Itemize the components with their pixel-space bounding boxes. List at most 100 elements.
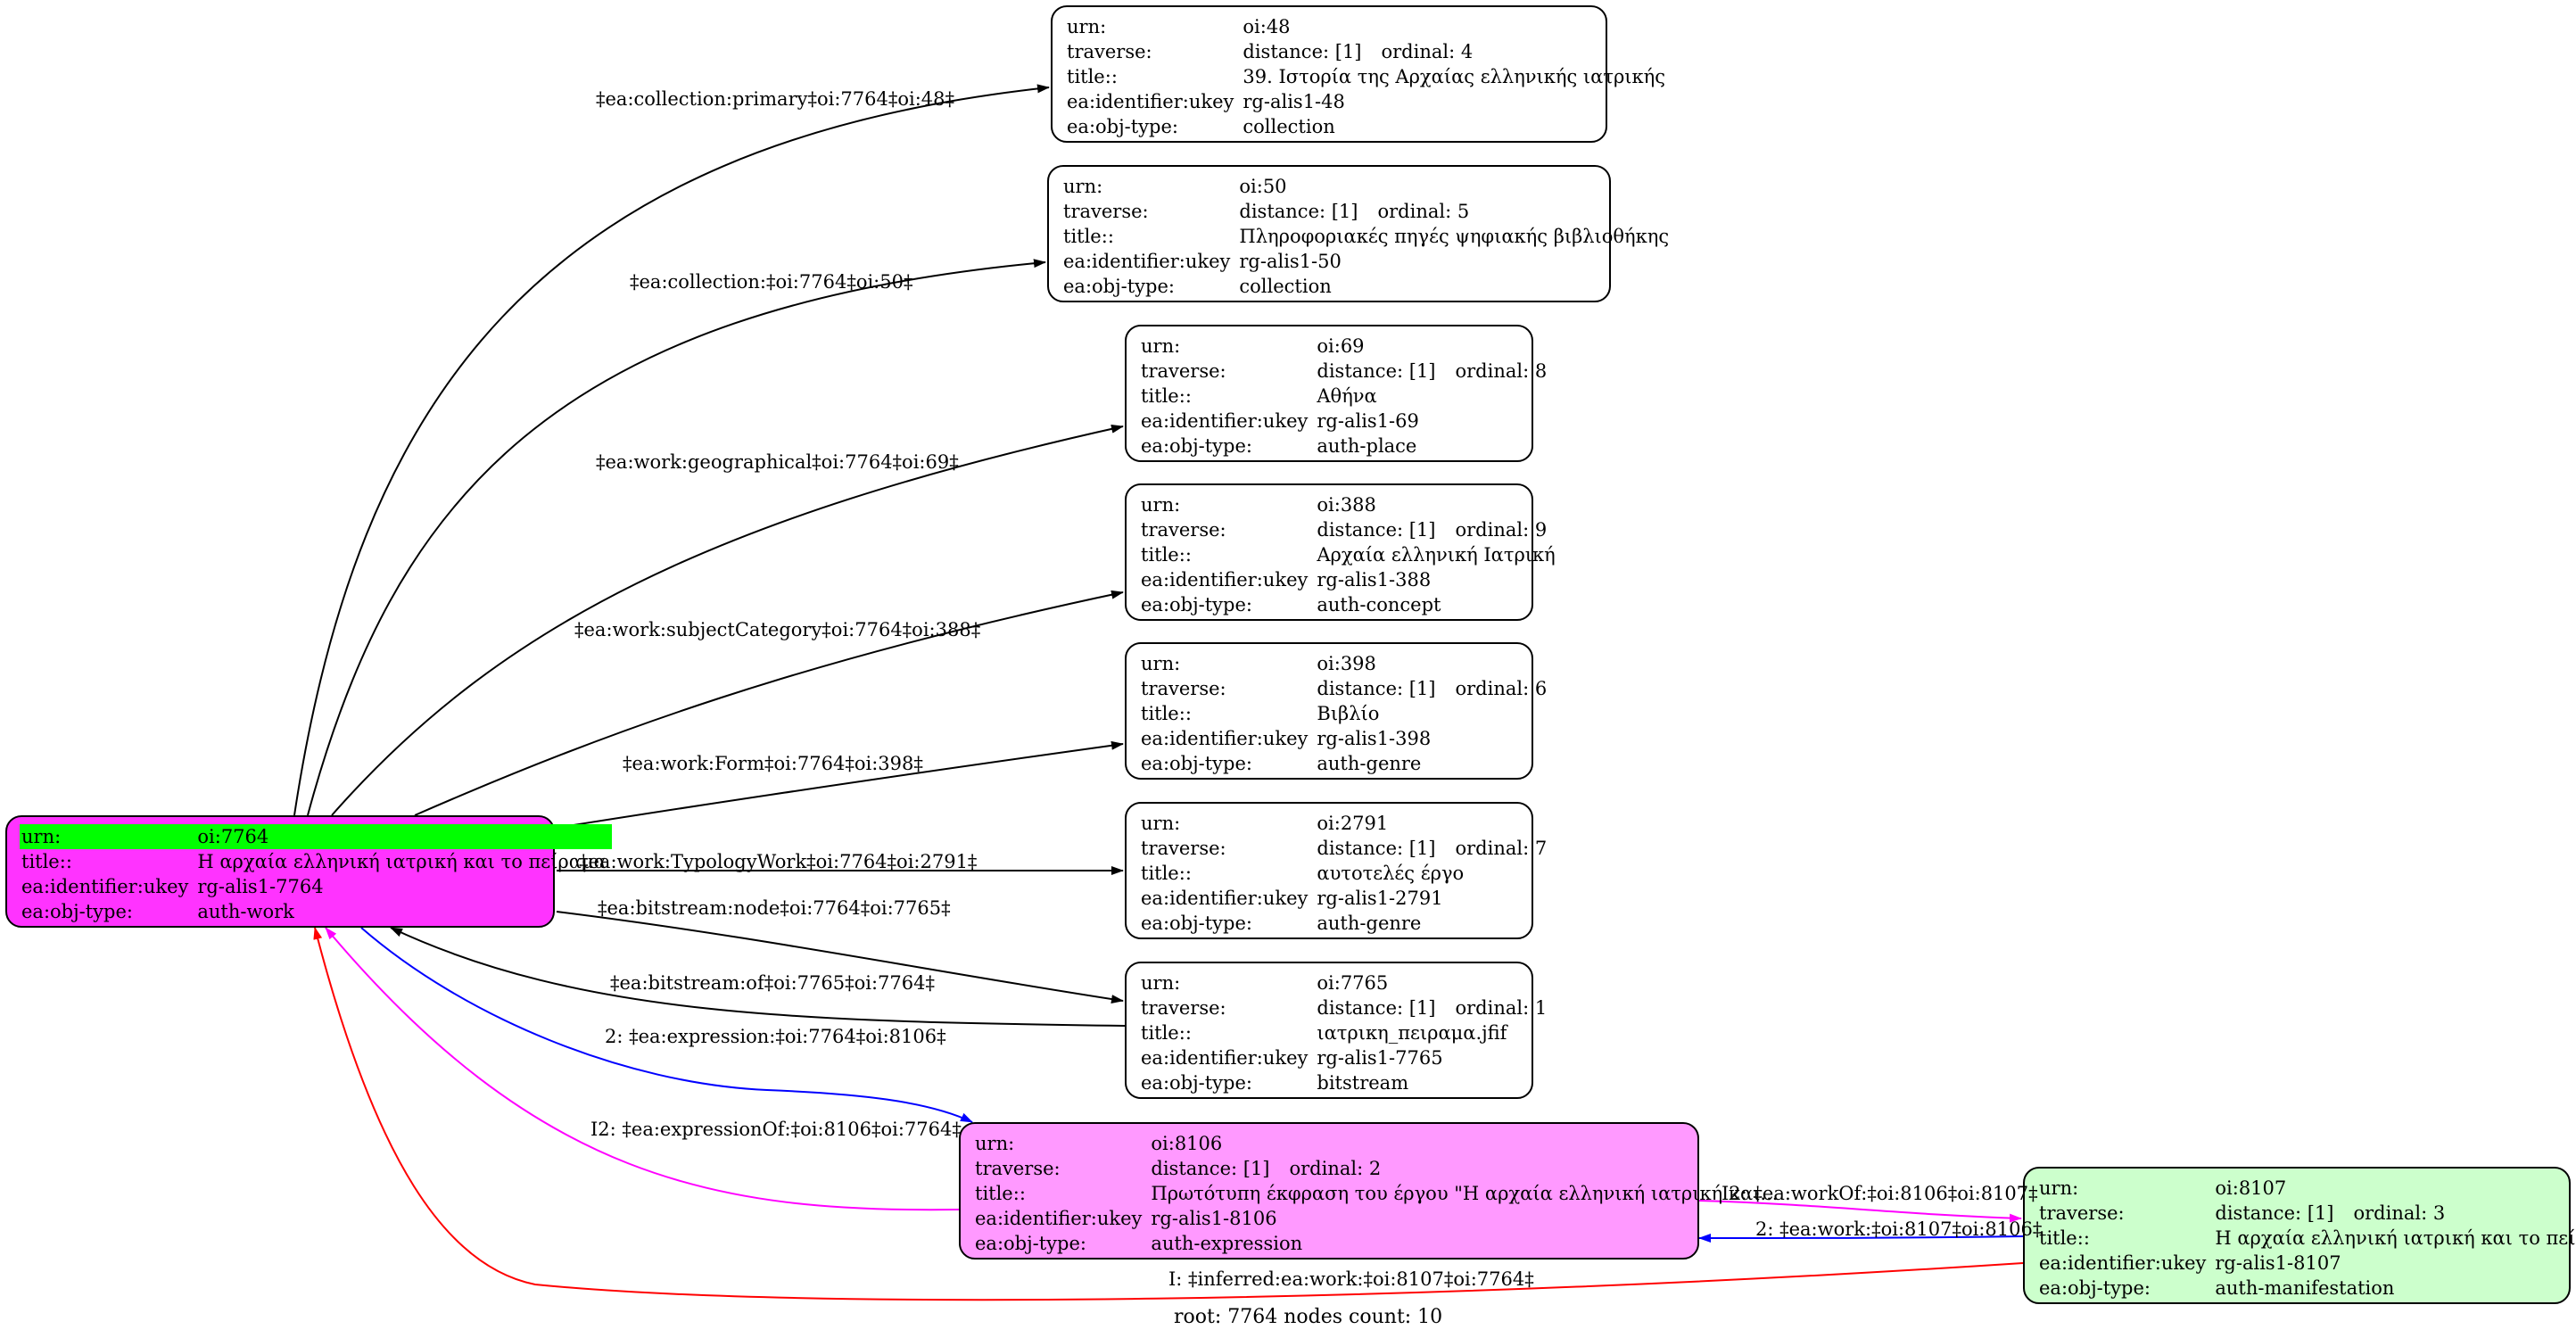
node-traverse: distance: [1]ordinal: 7: [1315, 836, 1552, 861]
field-label: traverse:: [1063, 201, 1149, 222]
edge-arrow: [556, 911, 1124, 1004]
field-label: ea:identifier:ukey: [1141, 569, 1309, 591]
edge-label: 2: ‡ea:work:‡oi:8107‡oi:8106‡: [1755, 1218, 2043, 1240]
node-traverse: distance: [1]ordinal: 6: [1315, 676, 1552, 701]
field-label: urn:: [2039, 1177, 2079, 1199]
field-label: urn:: [1067, 16, 1107, 37]
node-urn: oi:398: [1317, 653, 1376, 674]
edge-label: 2: ‡ea:expression:‡oi:7764‡oi:8106‡: [605, 1026, 946, 1047]
field-label: urn:: [1141, 972, 1181, 994]
node-urn: oi:8106: [1151, 1133, 1223, 1154]
field-label: ea:identifier:ukey: [1141, 888, 1309, 909]
field-label: traverse:: [1141, 678, 1226, 699]
node-title: αυτοτελές έργο: [1317, 863, 1465, 884]
field-label: title::: [1063, 226, 1114, 247]
node-urn: oi:7764: [195, 824, 612, 849]
node-distance: distance: [1]: [1243, 41, 1362, 62]
edge-arrow: [556, 740, 1124, 829]
field-label: urn:: [1063, 176, 1103, 197]
field-label: ea:obj-type:: [975, 1233, 1086, 1254]
node-ordinal: ordinal: 9: [1455, 519, 1548, 541]
field-label: urn:: [975, 1133, 1015, 1154]
field-label: ea:obj-type:: [1141, 753, 1252, 774]
edge-arrow: [307, 259, 1046, 816]
field-label: ea:obj-type:: [1141, 435, 1252, 457]
field-label: title::: [1067, 66, 1118, 87]
field-label: title::: [21, 851, 72, 872]
node-distance: distance: [1]: [1317, 838, 1436, 859]
node-type: auth-genre: [1317, 753, 1422, 774]
node-distance: distance: [1]: [1317, 519, 1436, 541]
edge-arrow: [360, 927, 973, 1123]
node-root-7764[interactable]: urn: oi:7764 title:: Η αρχαία ελληνική ι…: [5, 815, 612, 928]
node-urn: oi:2791: [1317, 813, 1389, 834]
node-distance: distance: [1]: [1317, 360, 1436, 382]
field-label: ea:obj-type:: [1063, 276, 1175, 297]
field-label: ea:obj-type:: [1141, 913, 1252, 934]
field-label: title::: [2039, 1227, 2090, 1249]
field-label: urn:: [1141, 813, 1181, 834]
node-ukey: rg-alis1-7765: [1317, 1047, 1443, 1069]
field-label: traverse:: [1141, 997, 1226, 1019]
node-oi-7765[interactable]: urn: oi:7765 traverse: distance: [1] ordinal…: [1125, 962, 1547, 1099]
node-ukey: rg-alis1-398: [1317, 728, 1432, 749]
node-oi-48[interactable]: urn: oi:48 traverse: distance: [1] ordinal: …: [1051, 5, 1665, 143]
node-traverse: distance: [1] ordinal: 9: [1315, 517, 1560, 542]
node-ordinal: ordinal: 2: [1289, 1158, 1382, 1179]
edge-label: I: ‡inferred:ea:work:‡oi:8107‡oi:7764‡: [1168, 1268, 1534, 1290]
edge-label: ‡ea:collection:primary‡oi:7764‡oi:48‡: [596, 88, 955, 110]
graph-caption: root: 7764 nodes count: 10: [1174, 1306, 1443, 1328]
field-label: ea:identifier:ukey: [1141, 1047, 1309, 1069]
node-ukey: rg-alis1-388: [1317, 569, 1432, 591]
node-title: Αθήνα: [1317, 385, 1377, 407]
edge-label: I2: ‡ea:workOf:‡oi:8106‡oi:8107‡: [1721, 1183, 2038, 1204]
node-ordinal: ordinal: 5: [1377, 201, 1470, 222]
node-distance: distance: [1]: [2215, 1202, 2334, 1224]
node-type: bitstream: [1317, 1072, 1409, 1094]
node-urn: oi:48: [1243, 16, 1291, 37]
edge-label: ‡ea:bitstream:of‡oi:7765‡oi:7764‡: [610, 972, 935, 994]
node-title: Βιβλίο: [1317, 703, 1380, 724]
edge-label: ‡ea:work:TypologyWork‡oi:7764‡oi:2791‡: [579, 851, 978, 872]
field-label: urn:: [1141, 494, 1181, 516]
field-label: traverse:: [1067, 41, 1152, 62]
node-type: auth-genre: [1317, 913, 1422, 934]
field-label: ea:identifier:ukey: [1141, 728, 1309, 749]
node-ukey: rg-alis1-2791: [1317, 888, 1443, 909]
field-label: title::: [1141, 385, 1192, 407]
node-urn: oi:7765: [1317, 972, 1389, 994]
edge-label: I2: ‡ea:expressionOf:‡oi:8106‡oi:7764‡: [590, 1119, 962, 1140]
node-title: Η αρχαία ελληνική ιατρική και το πείραμα: [197, 851, 607, 872]
edge-label: ‡ea:work:Form‡oi:7764‡oi:398‡: [623, 753, 923, 774]
root-urn-row: urn: oi:7764: [20, 824, 612, 849]
field-label: ea:identifier:ukey: [1063, 251, 1231, 272]
node-ordinal: ordinal: 1: [1455, 997, 1548, 1019]
edge-label: ‡ea:collection:‡oi:7764‡oi:50‡: [630, 271, 913, 293]
field-label: ea:identifier:ukey: [21, 876, 189, 897]
node-type: auth-manifestation: [2215, 1277, 2395, 1299]
node-type: collection: [1243, 116, 1335, 137]
edge-label: ‡ea:work:subjectCategory‡oi:7764‡oi:388‡: [574, 619, 981, 640]
node-urn: oi:388: [1317, 494, 1376, 516]
node-distance: distance: [1]: [1317, 997, 1436, 1019]
node-urn: oi:8107: [2215, 1177, 2287, 1199]
field-label: ea:identifier:ukey: [2039, 1252, 2207, 1274]
node-ordinal: ordinal: 4: [1381, 41, 1474, 62]
node-oi-388[interactable]: urn: oi:388 traverse: distance: [1] ordinal:…: [1125, 483, 1556, 621]
node-traverse: distance: [1] ordinal: 1: [1315, 995, 1552, 1020]
field-label: title::: [1141, 863, 1192, 884]
node-ukey: rg-alis1-8106: [1151, 1208, 1277, 1229]
node-title: Πληροφοριακές πηγές ψηφιακής βιβλιοθήκης: [1239, 226, 1670, 247]
field-label: urn:: [1141, 335, 1181, 357]
node-ordinal: ordinal: 3: [2353, 1202, 2446, 1224]
node-title: Πρωτότυπη έκφραση του έργου "Η αρχαία ελ…: [1151, 1183, 1779, 1204]
field-label: ea:obj-type:: [21, 901, 133, 922]
field-label: traverse:: [1141, 519, 1226, 541]
